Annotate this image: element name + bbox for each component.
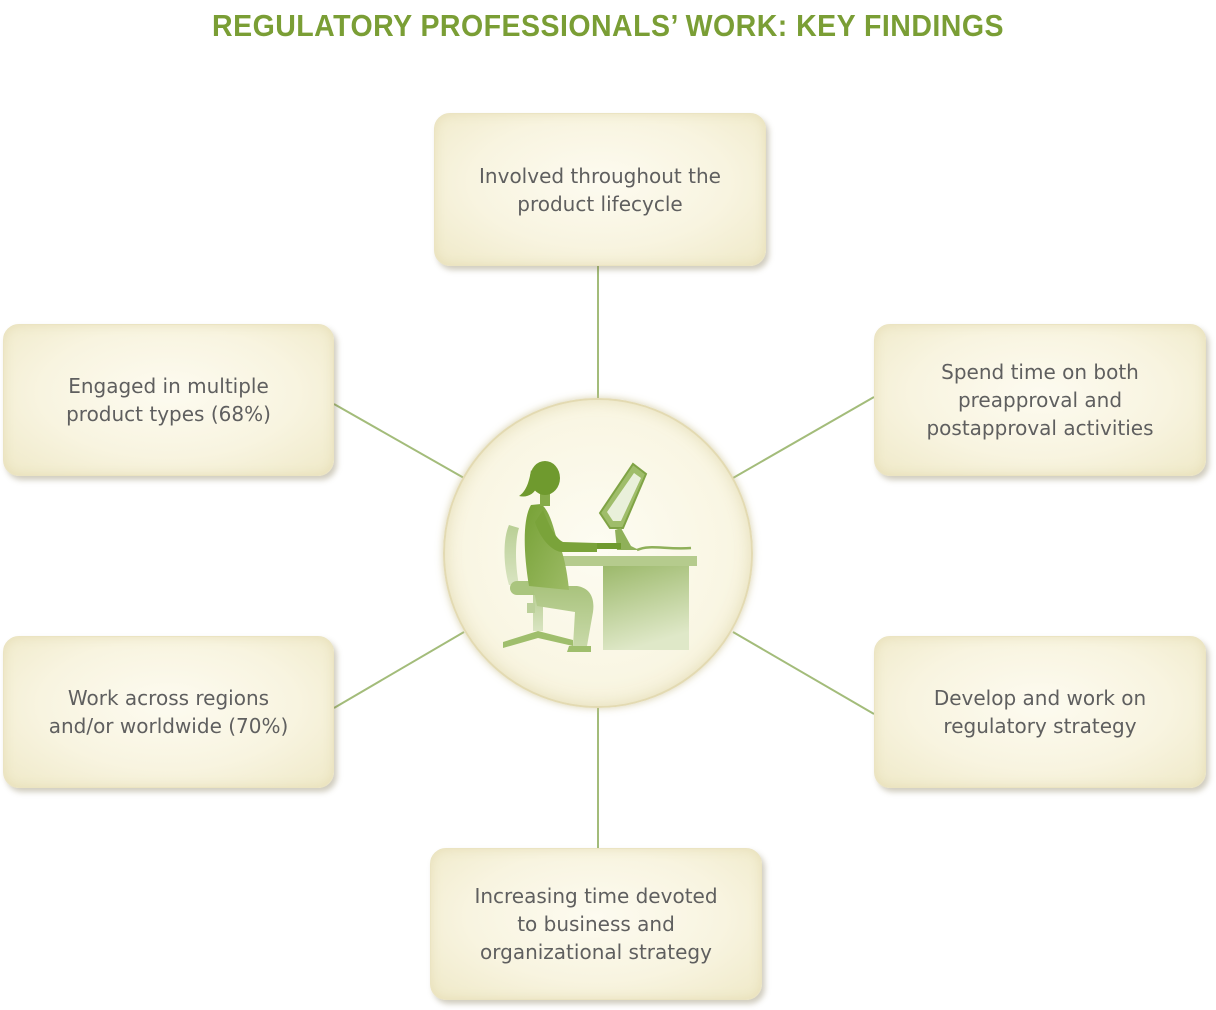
finding-text-upper-left: Engaged in multiple product types (68%): [66, 374, 271, 426]
connector-lower-right: [732, 631, 875, 715]
finding-text-lower-left: Work across regions and/or worldwide (70…: [48, 686, 289, 738]
finding-text-upper-right: Spend time on both preapproval and posta…: [926, 360, 1154, 440]
finding-text-lower-right: Develop and work on regulatory strategy: [933, 686, 1147, 738]
connector-lower-left: [333, 631, 465, 709]
finding-box-lower-left: Work across regions and/or worldwide (70…: [3, 636, 334, 788]
diagram-title: REGULATORY PROFESSIONALS’ WORK: KEY FIND…: [212, 8, 1004, 43]
finding-box-top: Involved throughout the product lifecycl…: [434, 113, 766, 266]
finding-box-upper-right: Spend time on both preapproval and posta…: [874, 324, 1206, 476]
finding-text-bottom: Increasing time devoted to business and …: [474, 884, 718, 964]
connector-upper-right: [732, 396, 875, 479]
center-hub: [443, 398, 753, 708]
finding-box-upper-left: Engaged in multiple product types (68%): [3, 324, 334, 476]
finding-text-top: Involved throughout the product lifecycl…: [479, 163, 721, 216]
person-at-computer-icon: [503, 461, 697, 652]
connector-upper-left: [333, 403, 465, 479]
finding-box-lower-right: Develop and work on regulatory strategy: [874, 636, 1206, 788]
finding-box-bottom: Increasing time devoted to business and …: [430, 848, 762, 1000]
